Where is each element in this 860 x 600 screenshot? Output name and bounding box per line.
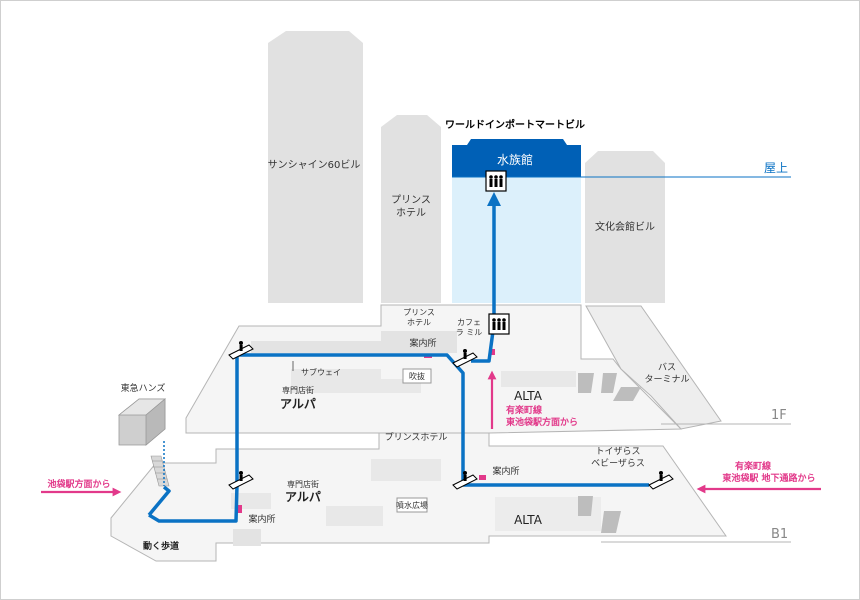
tokyu-hands-label: 東急ハンズ	[121, 382, 166, 394]
fountain-box	[396, 497, 428, 513]
aquarium-label: 水族館	[497, 152, 533, 167]
first-floor-label: 1F	[771, 408, 787, 423]
prince-hotel-label-1: プリンス	[391, 194, 431, 206]
world-import-mart-label: ワールドインポートマートビル	[445, 118, 585, 131]
basement-label: B1	[771, 527, 788, 542]
world-import-mart-building	[452, 139, 581, 303]
higashi-ikebukuro-label-2: 東池袋駅 地下通路から	[722, 472, 815, 484]
tokyu-hands-building	[117, 398, 167, 446]
fukinuke-label: 吹抜	[409, 371, 425, 381]
prince-hotel-1f-label-2: ホテル	[407, 318, 431, 327]
alpa-1f-label: アルパ	[280, 397, 316, 411]
escalator-icon	[452, 471, 478, 490]
ikebukuro-label: 池袋駅方面から	[47, 478, 110, 490]
cafe-label-2: ラ ミル	[456, 328, 483, 337]
alpa-1f-small-label: 専門店街	[282, 385, 314, 395]
cafe-label-1: カフェ	[457, 318, 481, 327]
cafe-marker	[489, 349, 495, 355]
toys-label-1: トイザらス	[595, 446, 640, 457]
info-b1-right-label: 案内所	[492, 465, 519, 477]
alpa-b1-label: アルパ	[285, 490, 321, 504]
info-b1-right-marker	[479, 475, 486, 480]
escalator-icon	[228, 341, 254, 360]
prince-hotel-b1-label: プリンスホテル	[385, 432, 448, 443]
basement-floor-plate	[110, 432, 727, 562]
escalator-icon	[228, 471, 254, 490]
elevator-icon	[488, 313, 510, 335]
bus-terminal-label-2: ターミナル	[644, 374, 689, 385]
route-path	[147, 192, 649, 523]
bunka-kaikan-label: 文化会館ビル	[595, 220, 655, 233]
prince-hotel-1f-label-1: プリンス	[403, 308, 435, 317]
subway-label: サブウェイ	[301, 367, 341, 377]
yurakucho-label-2: 東池袋駅方面から	[506, 416, 578, 428]
yurakucho-label-1: 有楽町線	[506, 404, 542, 416]
bus-terminal-label-1: バス	[658, 362, 676, 373]
sunshine60-label: サンシャイン60ビル	[268, 159, 361, 171]
moving-walkway-label: 動く歩道	[143, 540, 179, 552]
fukinuke-box	[402, 368, 432, 384]
higashi-ikebukuro-label-1: 有楽町線	[735, 460, 771, 472]
first-floor-plate	[185, 304, 722, 434]
prince-hotel-building	[381, 115, 441, 303]
toys-label-2: ベビーザらス	[591, 458, 645, 469]
fountain-label: 噴水広場	[396, 500, 428, 510]
info-b1-left-label: 案内所	[248, 513, 275, 525]
info-b1-left-marker	[237, 505, 242, 513]
rooftop-label: 屋上	[764, 161, 788, 175]
alpa-b1-small-label: 専門店街	[287, 479, 319, 489]
elevator-icon	[485, 170, 507, 192]
escalator-icon	[648, 471, 674, 490]
sunshine60-building	[268, 31, 363, 303]
info-1f-label: 案内所	[409, 337, 436, 349]
alta-b1-label: ALTA	[514, 513, 543, 527]
alta-1f-label: ALTA	[514, 389, 543, 403]
bunka-kaikan-building	[585, 151, 665, 303]
escalator-icon	[452, 349, 478, 368]
prince-hotel-label-2: ホテル	[396, 207, 426, 219]
